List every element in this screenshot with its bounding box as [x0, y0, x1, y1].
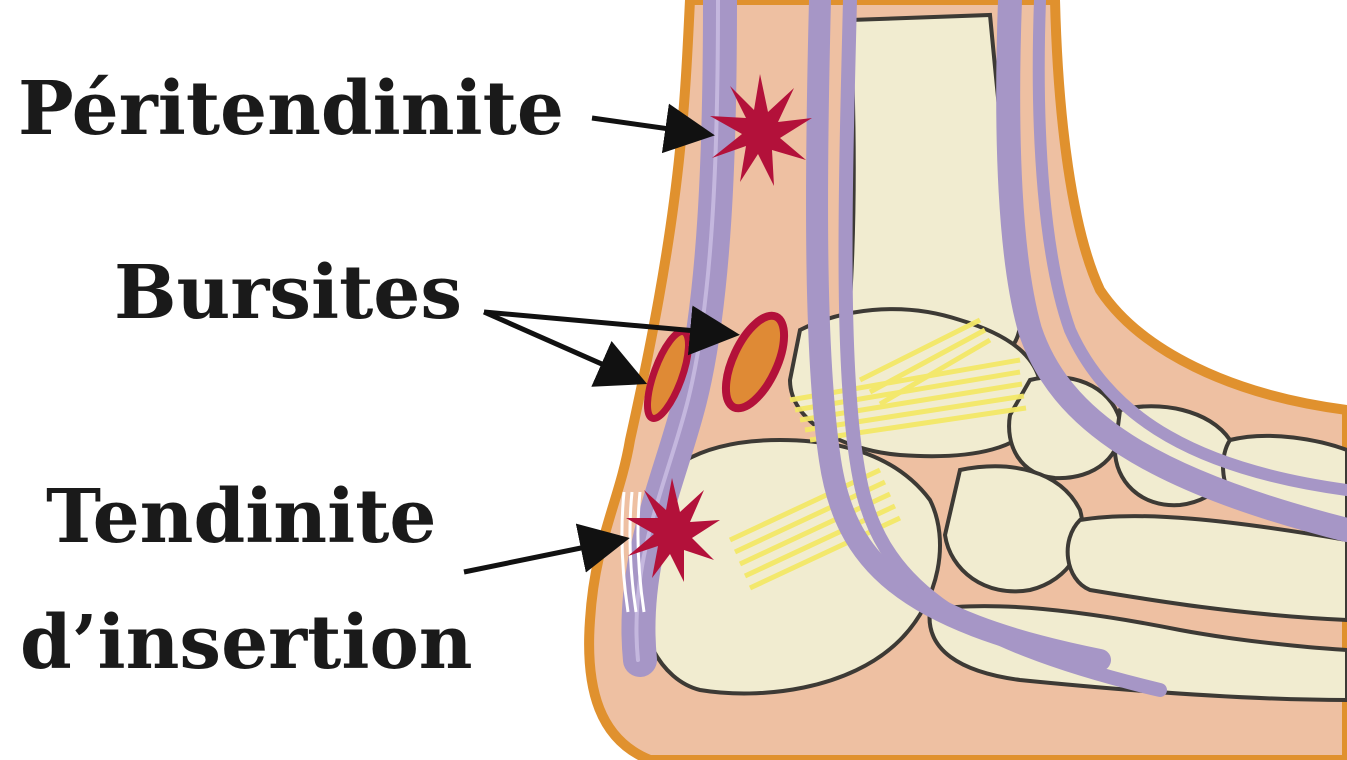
label-bursites: Bursites — [114, 256, 462, 330]
label-tendinite: Tendinite — [46, 480, 437, 554]
cuboid-bone — [945, 466, 1083, 591]
label-insertion: d’insertion — [20, 606, 473, 680]
label-peritendinite: Péritendinite — [18, 72, 564, 146]
